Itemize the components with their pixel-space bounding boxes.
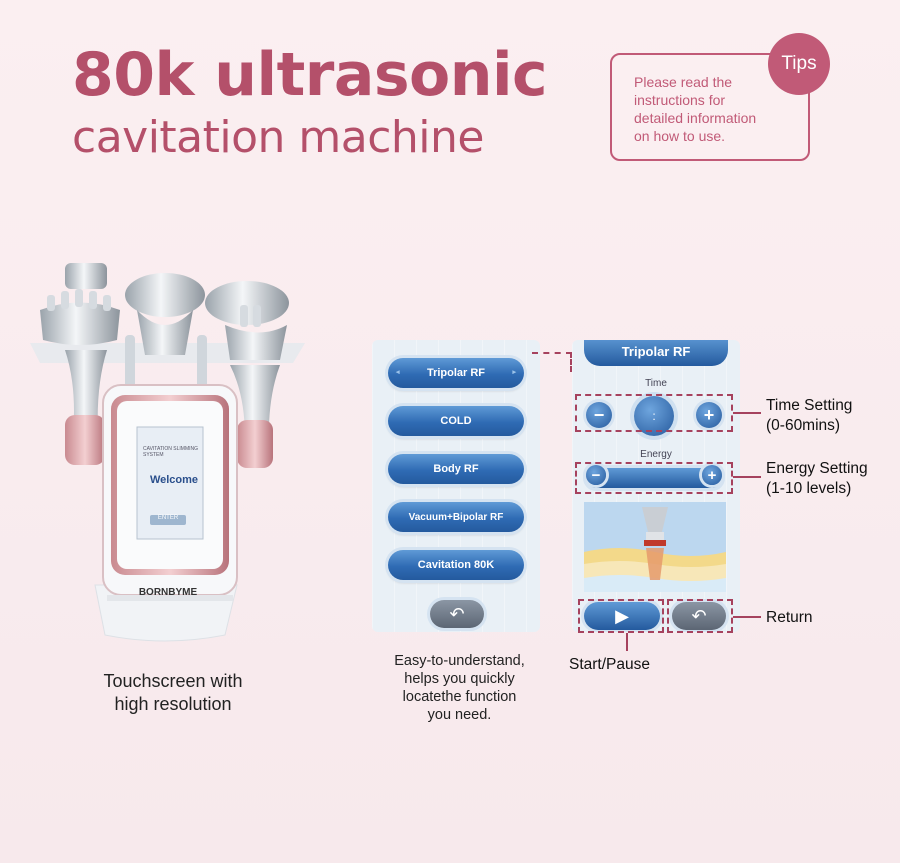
menu-vacuum-bipolar-rf-button[interactable]: Vacuum+Bipolar RF	[388, 502, 524, 532]
return-highlight	[667, 599, 733, 633]
minus-icon: −	[591, 466, 601, 484]
device-screen-welcome: Welcome	[149, 474, 199, 486]
treatment-illustration	[584, 502, 726, 592]
title-line-2: cavitation machine	[72, 112, 485, 163]
menu-tripolar-rf-button[interactable]: ◂Tripolar RF▸	[388, 358, 524, 388]
return-label: Return	[766, 609, 813, 626]
menu-screen: ◂Tripolar RF▸ COLD Body RF Vacuum+Bipola…	[372, 340, 540, 632]
start-pause-button[interactable]: ▶	[584, 602, 660, 630]
start-pause-highlight	[578, 599, 664, 633]
minus-icon: −	[593, 404, 605, 425]
detail-header: Tripolar RF	[584, 340, 728, 366]
menu-back-button[interactable]: ↶	[430, 600, 484, 628]
energy-slider[interactable]	[586, 468, 722, 488]
back-arrow-icon: ↶	[691, 605, 707, 626]
menu-body-rf-button[interactable]: Body RF	[388, 454, 524, 484]
play-icon: ▶	[615, 605, 629, 626]
time-setting-connector	[733, 412, 761, 414]
device-caption: Touchscreen with high resolution	[103, 671, 243, 714]
detail-screen: Tripolar RF Time − : + Energy − + ▶ ↶	[572, 340, 740, 632]
device-enter-button[interactable]: ENTER	[157, 515, 179, 521]
back-arrow-icon: ↶	[449, 603, 465, 624]
plus-icon: +	[703, 404, 715, 425]
tips-text: Please read the instructions for detaile…	[634, 74, 757, 144]
tips-badge: Tips	[768, 33, 830, 95]
menu-cold-button[interactable]: COLD	[388, 406, 524, 436]
energy-plus-button[interactable]: +	[702, 465, 722, 485]
device-brand: BORNBYME	[138, 587, 198, 598]
time-minus-button[interactable]: −	[586, 402, 612, 428]
energy-setting-label: Energy Setting (1-10 levels)	[766, 460, 868, 497]
energy-setting-connector	[733, 476, 761, 478]
start-pause-connector	[626, 633, 628, 651]
time-plus-button[interactable]: +	[696, 402, 722, 428]
time-value-display: :	[634, 396, 674, 436]
device-screen-header: CAVITATION SLIMMING SYSTEM	[143, 446, 199, 458]
title-line-1: 80k ultrasonic	[72, 40, 548, 110]
energy-setting-highlight	[575, 462, 733, 494]
detail-back-button[interactable]: ↶	[672, 602, 726, 630]
time-setting-label: Time Setting (0-60mins)	[766, 397, 853, 434]
energy-label: Energy	[640, 449, 672, 460]
menu-connector	[532, 352, 572, 372]
cavitation-machine-image	[30, 263, 305, 642]
plus-icon: +	[707, 466, 717, 484]
menu-cavitation-80k-button[interactable]: Cavitation 80K	[388, 550, 524, 580]
start-pause-label: Start/Pause	[569, 656, 650, 673]
return-connector	[733, 616, 761, 618]
time-label: Time	[645, 378, 667, 389]
menu-caption: Easy-to-understand, helps you quickly lo…	[394, 653, 525, 723]
time-setting-highlight	[575, 394, 733, 432]
energy-minus-button[interactable]: −	[586, 465, 606, 485]
